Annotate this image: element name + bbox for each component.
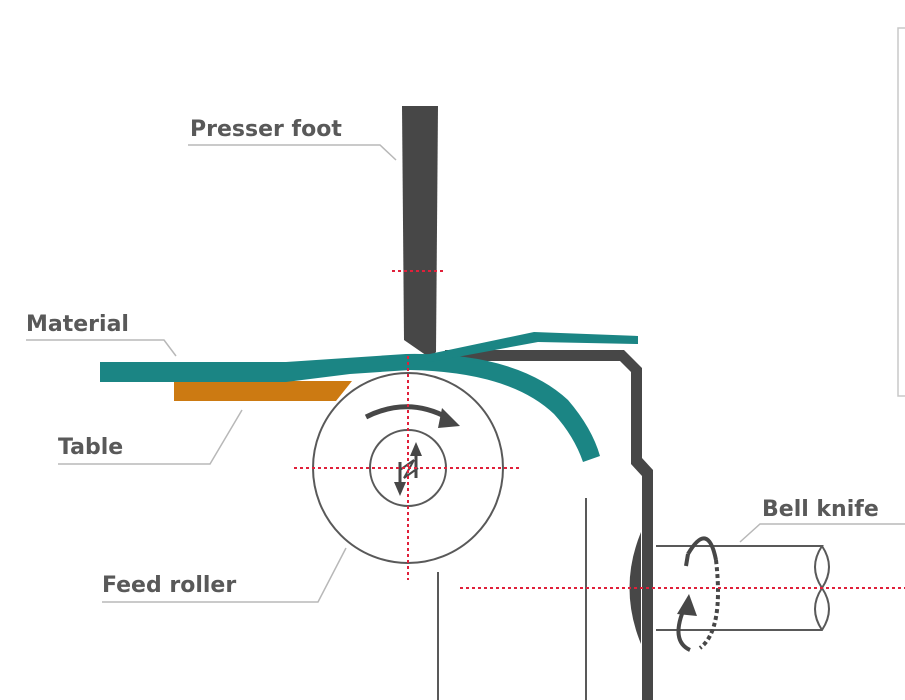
knife-rotation-arrow-back: [698, 559, 720, 650]
material-label: Material: [26, 312, 129, 337]
material-upper-layer: [420, 332, 638, 362]
feed-roller-leader: [102, 547, 347, 603]
table-leader: [58, 409, 243, 465]
feed-roller-label: Feed roller: [102, 573, 236, 598]
presser-foot-label: Presser foot: [190, 117, 342, 142]
roller-rotation-arrowhead-icon: [438, 408, 460, 428]
presser-foot: [402, 106, 438, 358]
presser-foot-leader: [188, 144, 397, 161]
knife-rotation-arrowhead-icon: [677, 594, 697, 616]
table: [174, 381, 352, 401]
knife-rotation-arrow-front: [686, 536, 718, 561]
table-label: Table: [58, 435, 123, 460]
side-panel-frame: [897, 27, 905, 397]
bell-knife-leader: [739, 523, 905, 543]
material-lower-layer: [100, 353, 600, 462]
knife-rotation-arrow-upper: [684, 553, 690, 567]
material-leader: [26, 339, 177, 357]
bell-knife-label: Bell knife: [762, 497, 879, 522]
guide-plate: [445, 350, 653, 700]
